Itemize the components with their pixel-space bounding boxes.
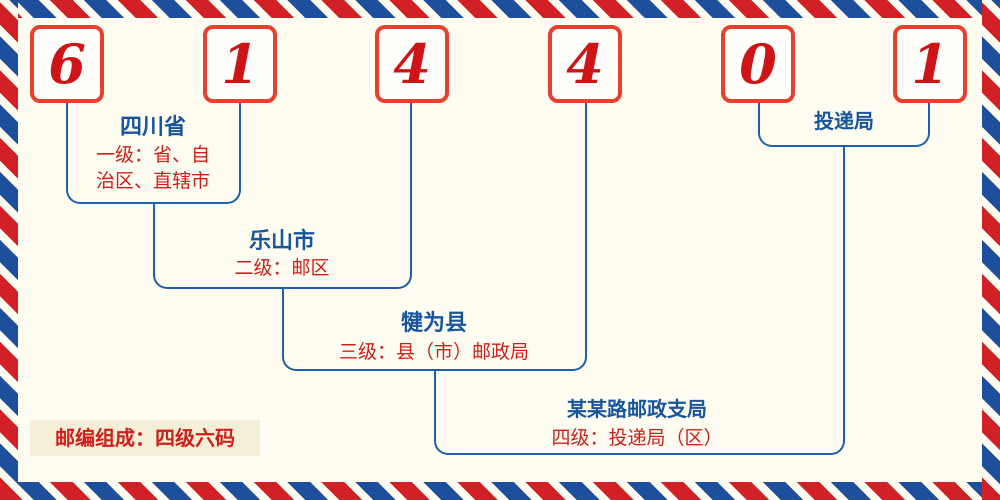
connector-delivery-bracket — [758, 103, 930, 147]
postal-digit-box-3: 4 — [375, 25, 449, 103]
postal-digit-1: 6 — [48, 32, 86, 96]
postal-digit-4: 4 — [566, 32, 604, 96]
envelope-border-left — [0, 0, 18, 500]
postal-digit-6: 1 — [911, 32, 949, 96]
postal-digit-box-5: 0 — [721, 25, 795, 103]
postal-digit-2: 1 — [221, 32, 259, 96]
connector-level3-stem — [585, 103, 587, 289]
postal-digit-5: 0 — [739, 32, 777, 96]
label-level1-name: 四川省 — [119, 115, 187, 140]
label-level1-desc: 一级：省、自 治区、直辖市 — [95, 144, 211, 192]
connector-level3-bracket — [282, 289, 587, 371]
label-level2-name: 乐山市 — [248, 229, 316, 254]
connector-level4-stem — [843, 147, 845, 371]
connector-level2-bracket — [153, 204, 412, 289]
envelope-border-right — [982, 0, 1000, 500]
postal-digit-box-4: 4 — [548, 25, 622, 103]
postal-digit-3: 4 — [393, 32, 431, 96]
label-level3-name: 犍为县 — [400, 311, 468, 336]
label-level3-desc: 三级：县（市）邮政局 — [338, 341, 530, 363]
label-level2-desc: 二级：邮区 — [234, 257, 330, 279]
connector-level2-stem — [410, 103, 412, 204]
envelope-border-bottom — [0, 482, 1000, 500]
connector-level4-bracket — [434, 371, 845, 455]
postal-digit-box-6: 1 — [893, 25, 967, 103]
connector-level1-bracket — [66, 103, 241, 204]
postal-digit-box-2: 1 — [203, 25, 277, 103]
label-delivery-office: 投递局 — [814, 109, 874, 133]
postal-digit-box-1: 6 — [30, 25, 104, 103]
label-level4-desc: 四级：投递局（区） — [551, 427, 723, 449]
envelope-border-top — [0, 0, 1000, 18]
footer-note: 邮编组成：四级六码 — [30, 420, 260, 456]
label-level4-name: 某某路邮政支局 — [567, 397, 707, 421]
